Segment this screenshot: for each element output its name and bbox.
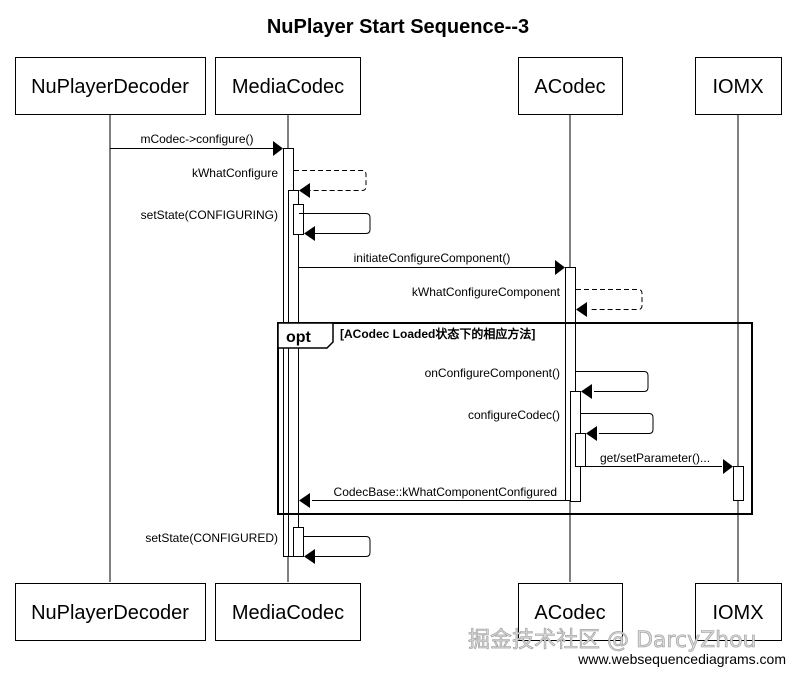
message-arrow-setstate-configuring xyxy=(299,213,371,234)
opt-keyword: opt xyxy=(286,329,312,346)
svg-text:ACodec: ACodec xyxy=(534,76,605,98)
participant-mediacodec[interactable]: MediaCodec xyxy=(215,57,361,115)
message-labels: mCodec->configure() kWhatConfigure setSt… xyxy=(140,132,710,545)
message-label: CodecBase::kWhatComponentConfigured xyxy=(334,485,557,499)
arrowhead-right-icon xyxy=(555,260,565,275)
activation-acodec-3 xyxy=(575,433,586,467)
lifelines xyxy=(109,115,739,582)
opt-fragment: opt [ACodec Loaded状态下的相应方法] xyxy=(277,322,753,515)
credit-link[interactable]: www.websequencediagrams.com xyxy=(577,651,786,667)
message-arrow-configurecodec xyxy=(581,413,654,434)
participant-acodec-bottom[interactable]: ACodec xyxy=(518,583,623,641)
message-label: get/setParameter()... xyxy=(600,451,710,465)
participant-nuplayerdecoder[interactable]: NuPlayerDecoder xyxy=(15,57,206,115)
message-label: configureCodec() xyxy=(468,408,560,422)
arrowhead-left-icon xyxy=(304,226,315,241)
arrowhead-right-icon xyxy=(273,141,283,156)
arrowhead-right-icon xyxy=(723,459,733,474)
arrowhead-left-icon xyxy=(586,426,597,441)
message-label: mCodec->configure() xyxy=(140,132,253,146)
activation-mediacodec-2 xyxy=(288,190,299,557)
participant-iomx-bottom[interactable]: IOMX xyxy=(695,583,782,641)
participants-bottom: NuPlayerDecoder MediaCodec ACodec IOMX xyxy=(15,583,782,641)
svg-text:NuPlayerDecoder: NuPlayerDecoder xyxy=(31,602,189,624)
svg-text:ACodec: ACodec xyxy=(534,602,605,624)
message-label: initiateConfigureComponent() xyxy=(354,251,511,265)
activation-iomx-1 xyxy=(733,466,744,501)
opt-tab xyxy=(277,322,334,349)
activation-mediacodec-4 xyxy=(293,527,304,557)
opt-condition: [ACodec Loaded状态下的相应方法] xyxy=(340,326,535,341)
svg-text:MediaCodec: MediaCodec xyxy=(232,76,344,98)
watermark: 掘金技术社区 @ DarcyZhou xyxy=(468,628,757,653)
diagram-title: NuPlayer Start Sequence--3 xyxy=(267,16,529,38)
message-arrow-onconfigurecomponent xyxy=(576,371,649,392)
opt-frame xyxy=(277,322,753,515)
participant-iomx[interactable]: IOMX xyxy=(695,57,782,115)
message-arrow-kwhatconfigurecomponent xyxy=(576,289,643,310)
participant-mediacodec-bottom[interactable]: MediaCodec xyxy=(215,583,361,641)
arrowhead-left-icon xyxy=(576,302,587,317)
message-label: onConfigureComponent() xyxy=(425,366,560,380)
activations xyxy=(283,148,744,557)
svg-text:NuPlayerDecoder: NuPlayerDecoder xyxy=(31,76,189,98)
arrowhead-left-icon xyxy=(304,549,315,564)
activation-mediacodec-3 xyxy=(293,204,304,235)
message-label: kWhatConfigureComponent xyxy=(412,285,561,299)
svg-text:MediaCodec: MediaCodec xyxy=(232,602,344,624)
participants-top: NuPlayerDecoder MediaCodec ACodec IOMX xyxy=(15,57,782,115)
message-label: setState(CONFIGURING) xyxy=(141,208,278,222)
message-arrow-setstate-configured xyxy=(304,536,371,557)
arrowhead-left-icon xyxy=(581,384,592,399)
participant-acodec[interactable]: ACodec xyxy=(518,57,623,115)
arrowheads xyxy=(273,141,733,564)
messages xyxy=(110,148,722,557)
message-label: setState(CONFIGURED) xyxy=(145,531,278,545)
message-arrow-kwhatconfigure xyxy=(294,170,367,191)
svg-text:IOMX: IOMX xyxy=(712,602,763,624)
message-label: kWhatConfigure xyxy=(192,166,278,180)
arrowhead-left-icon xyxy=(299,493,310,508)
arrowhead-left-icon xyxy=(299,183,310,198)
participant-nuplayerdecoder-bottom[interactable]: NuPlayerDecoder xyxy=(15,583,206,641)
svg-text:IOMX: IOMX xyxy=(712,76,763,98)
